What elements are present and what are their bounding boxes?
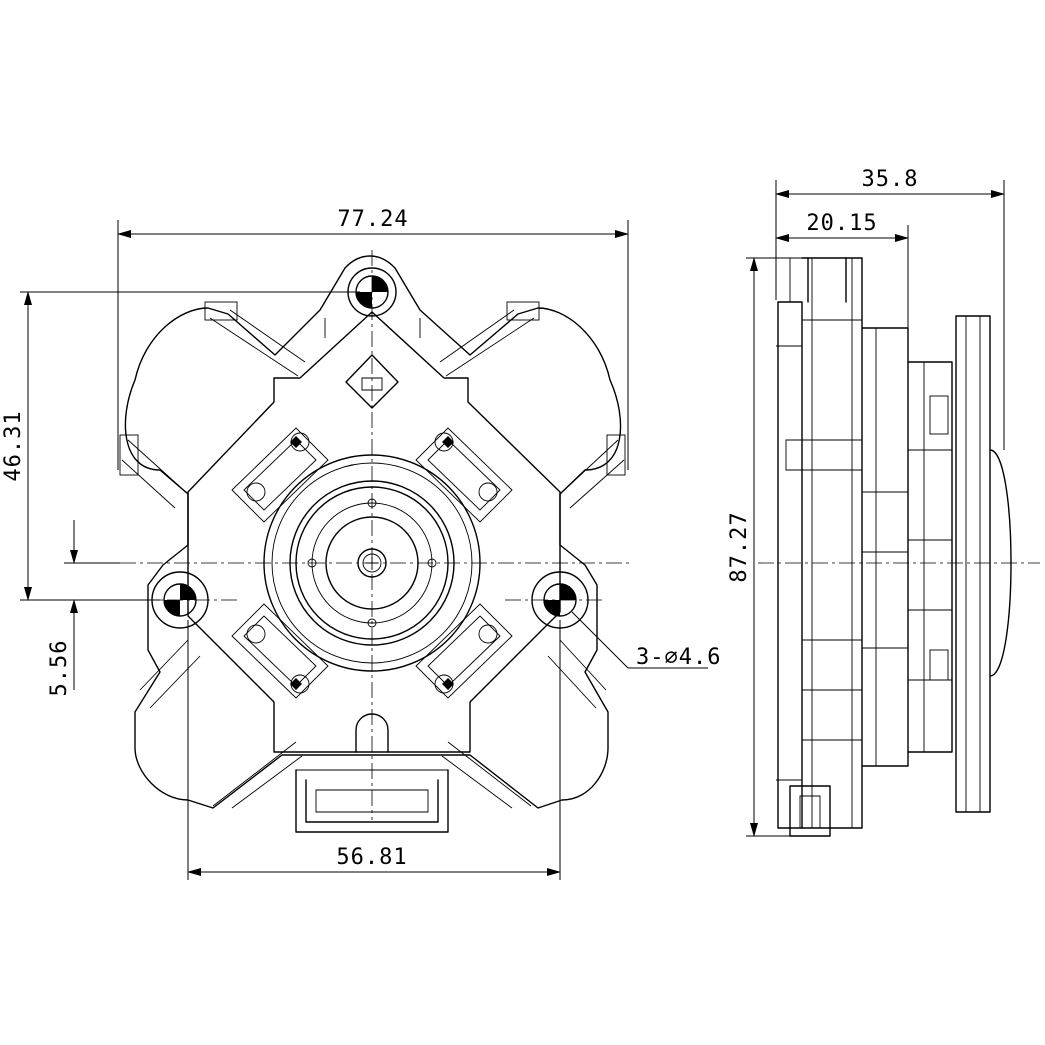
side-view: 35.8 20.15 87.27 [727, 167, 1040, 837]
dim-front-bottom-width: 56.81 [336, 845, 407, 870]
front-view: 77.24 46.31 5.56 56.81 3-⌀4.6 [1, 207, 721, 880]
front-housing-outline [124, 255, 622, 809]
dim-front-height: 46.31 [1, 410, 26, 481]
dim-side-height: 87.27 [727, 511, 752, 582]
front-inner-plate [187, 311, 561, 753]
dim-side-total-depth: 35.8 [862, 167, 919, 192]
dim-side-depth: 20.15 [806, 211, 877, 236]
dim-front-offset: 5.56 [47, 640, 72, 697]
dim-front-width: 77.24 [337, 207, 408, 232]
hole-callout: 3-⌀4.6 [636, 645, 721, 670]
